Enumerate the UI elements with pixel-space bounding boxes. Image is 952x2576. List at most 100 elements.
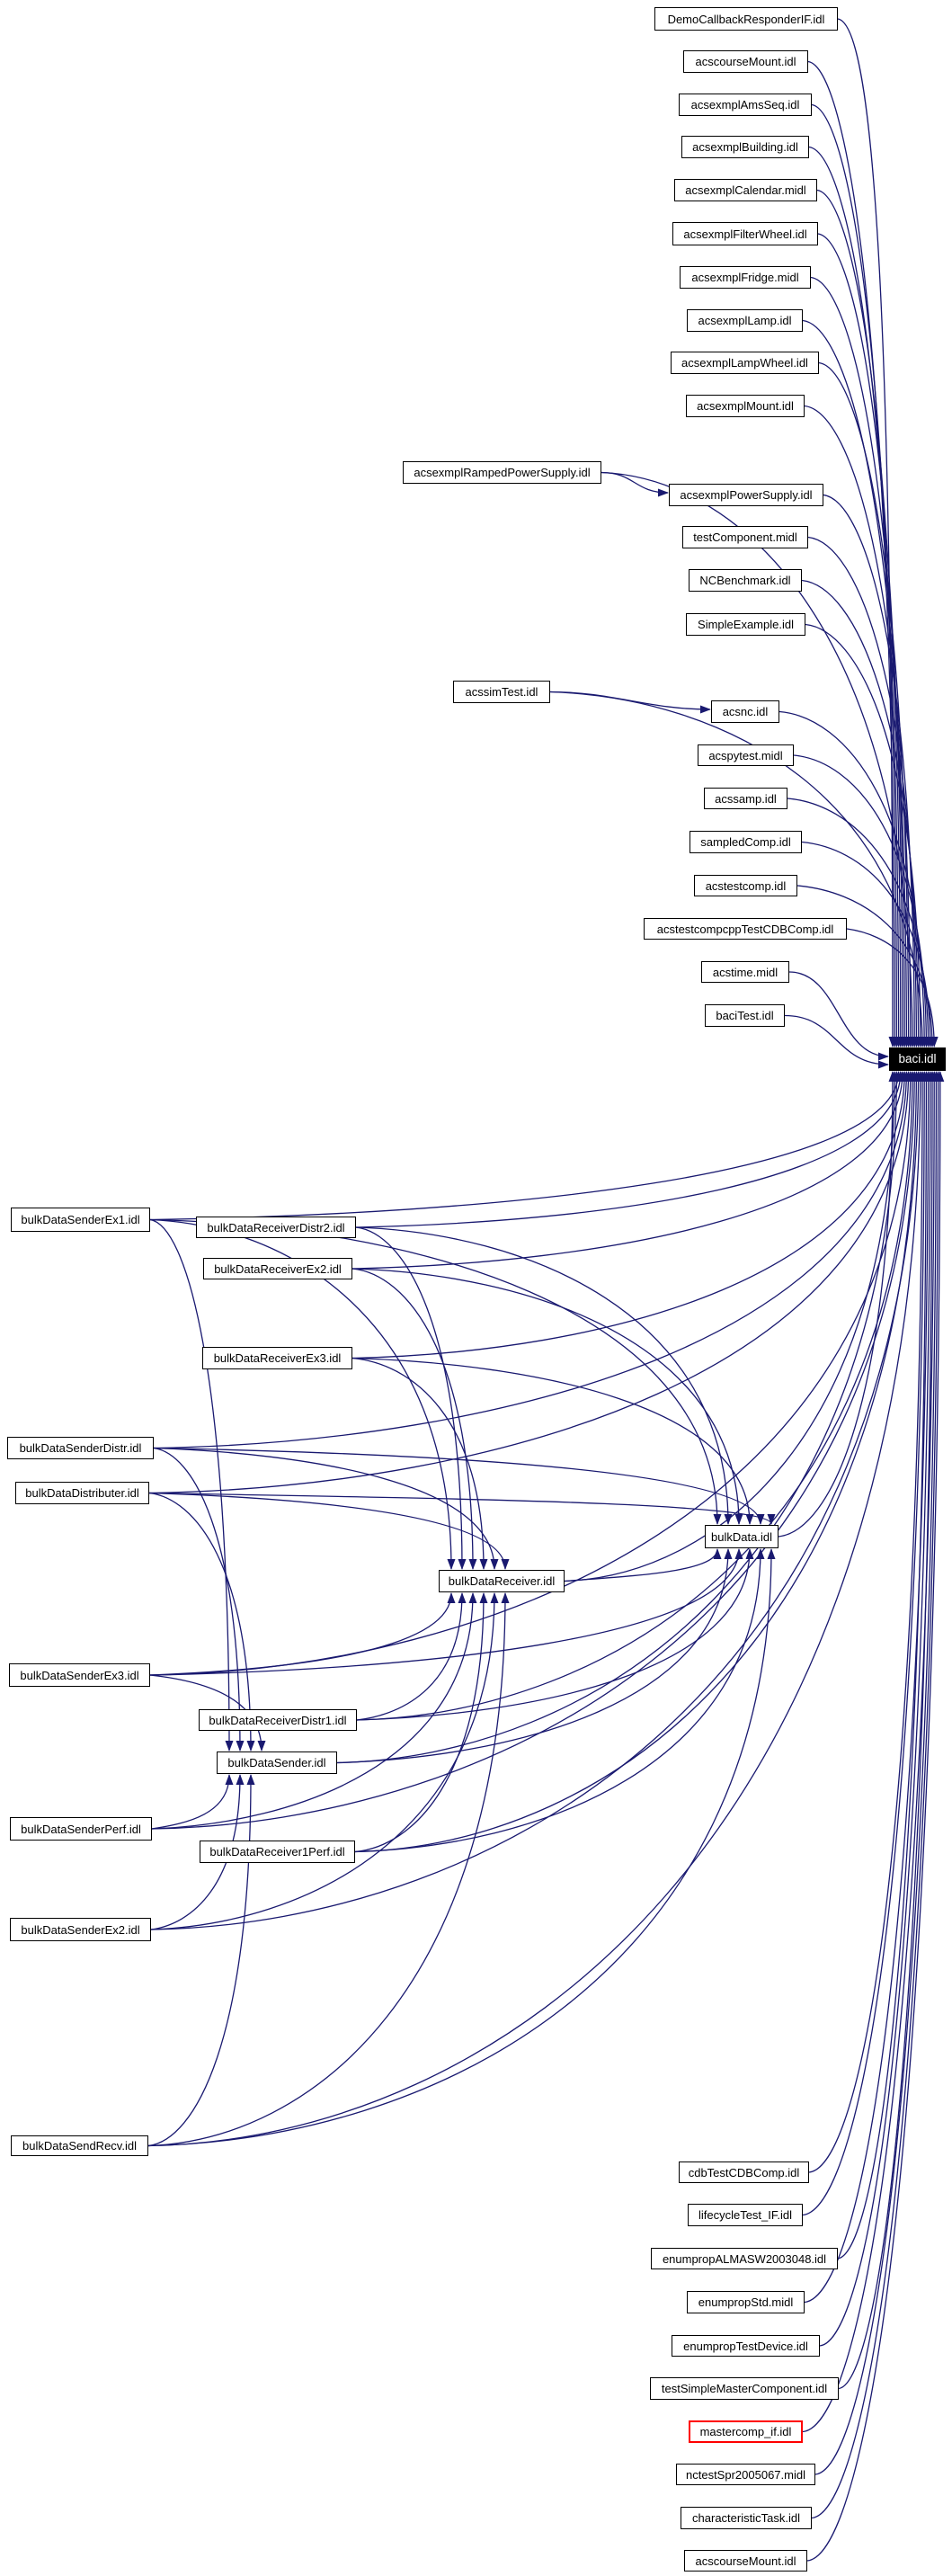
edge-sender-perf-to-baci <box>151 1071 919 1830</box>
edge-sender-ex3-to-bulk-data <box>149 1548 743 1676</box>
edge-acsexmpl-ams-seq-to-baci <box>811 103 901 1047</box>
node-bulk-data[interactable]: bulkData.idl <box>705 1525 779 1548</box>
node-acsexmpl-lamp[interactable]: acsexmplLamp.idl <box>687 309 803 332</box>
node-baci: baci.idl <box>889 1047 946 1071</box>
node-acscourse-mount-bottom[interactable]: acscourseMount.idl <box>684 2550 807 2572</box>
edge-send-recv-to-bulk-data <box>147 1548 776 2147</box>
node-acsexmpl-filter-wheel[interactable]: acsexmplFilterWheel.idl <box>672 222 818 245</box>
node-acsnc[interactable]: acsnc.idl <box>711 700 779 723</box>
edge-enumprop-test-device-to-baci <box>819 1071 935 2347</box>
edge-bulk-data-receiver-to-baci <box>564 1071 899 1582</box>
edge-acsexmpl-filter-wheel-to-baci <box>817 233 907 1047</box>
edge-acsexmpl-building-to-baci <box>808 146 903 1047</box>
node-baci-test[interactable]: baciTest.idl <box>705 1004 785 1027</box>
edge-enumprop-almasw-to-baci <box>837 1071 930 2260</box>
node-nctest-spr[interactable]: nctestSpr2005067.midl <box>676 2464 815 2485</box>
node-test-component[interactable]: testComponent.midl <box>682 526 808 548</box>
edge-acstime-to-baci <box>788 971 889 1061</box>
node-mastercomp-if[interactable]: mastercomp_if.idl <box>689 2420 803 2443</box>
node-acstestcompcpp[interactable]: acstestcompcppTestCDBComp.idl <box>644 918 847 940</box>
edge-receiver-1perf-to-bulk-data <box>354 1548 765 1853</box>
edge-bulk-data-sender-to-baci <box>336 1071 901 1764</box>
edge-test-simple-master-to-baci <box>838 1071 937 2390</box>
node-acspytest[interactable]: acspytest.midl <box>698 744 794 766</box>
edge-characteristic-task-to-baci <box>811 1071 943 2519</box>
node-test-simple-master[interactable]: testSimpleMasterComponent.idl <box>650 2377 839 2400</box>
node-acscourse-mount-top[interactable]: acscourseMount.idl <box>683 50 808 73</box>
edge-nctest-spr-to-baci <box>814 1071 940 2475</box>
edge-sender-perf-to-bulk-data-receiver <box>151 1592 477 1830</box>
edge-send-recv-to-baci <box>147 1071 925 2147</box>
node-receiver-distr1[interactable]: bulkDataReceiverDistr1.idl <box>199 1709 357 1731</box>
edge-receiver-ex2-to-bulk-data-receiver <box>351 1268 477 1570</box>
node-demo-callback[interactable]: DemoCallbackResponderIF.idl <box>654 7 838 31</box>
node-acstime[interactable]: acstime.midl <box>701 961 789 983</box>
node-lifecycle-test[interactable]: lifecycleTest_IF.idl <box>688 2204 803 2226</box>
node-receiver-1perf[interactable]: bulkDataReceiver1Perf.idl <box>200 1841 355 1863</box>
node-receiver-distr2[interactable]: bulkDataReceiverDistr2.idl <box>196 1217 356 1238</box>
edge-send-recv-to-bulk-data-sender <box>147 1774 255 2147</box>
edge-distributer-to-bulk-data-sender <box>148 1492 255 1752</box>
edge-cdb-test-to-baci <box>808 1071 927 2173</box>
node-sender-ex1[interactable]: bulkDataSenderEx1.idl <box>11 1208 150 1232</box>
node-sender-perf[interactable]: bulkDataSenderPerf.idl <box>10 1817 152 1841</box>
node-bulk-data-sender[interactable]: bulkDataSender.idl <box>217 1752 337 1774</box>
edge-receiver-ex2-to-baci <box>351 1071 907 1270</box>
node-simple-example[interactable]: SimpleExample.idl <box>686 613 805 636</box>
edge-receiver-distr1-to-bulk-data-receiver <box>356 1592 467 1721</box>
node-acsexmpl-lamp-wheel[interactable]: acsexmplLampWheel.idl <box>671 352 819 374</box>
edge-distributer-to-bulk-data <box>148 1492 776 1525</box>
node-sender-distr[interactable]: bulkDataSenderDistr.idl <box>7 1437 154 1459</box>
node-cdb-test[interactable]: cdbTestCDBComp.idl <box>679 2162 809 2183</box>
edge-acscourse-mount-bottom-to-baci <box>806 1071 945 2562</box>
node-acsexmpl-fridge[interactable]: acsexmplFridge.midl <box>680 266 811 289</box>
edge-bulk-data-receiver-to-bulk-data <box>564 1548 722 1582</box>
edge-acscourse-mount-top-to-baci <box>807 60 899 1047</box>
edge-receiver-distr1-to-baci <box>356 1071 917 1721</box>
node-characteristic-task[interactable]: characteristicTask.idl <box>681 2507 812 2529</box>
edge-sender-ex3-to-bulk-data-sender <box>149 1674 266 1752</box>
edge-sender-distr-to-bulk-data <box>153 1447 765 1525</box>
edge-acssamp-to-baci <box>787 798 933 1047</box>
node-sender-ex2[interactable]: bulkDataSenderEx2.idl <box>10 1918 151 1941</box>
edge-sender-ex2-to-bulk-data-sender <box>150 1774 245 1930</box>
node-acstestcomp[interactable]: acstestcomp.idl <box>694 875 797 896</box>
node-acssim-test[interactable]: acssimTest.idl <box>453 681 550 703</box>
edge-acstestcompcpp-to-baci <box>846 928 939 1047</box>
node-acsexmpl-ramped-ps[interactable]: acsexmplRampedPowerSupply.idl <box>403 461 601 484</box>
node-bulk-data-receiver[interactable]: bulkDataReceiver.idl <box>439 1570 565 1592</box>
node-distributer[interactable]: bulkDataDistributer.idl <box>15 1482 149 1504</box>
edge-acsexmpl-ramped-ps-to-acsexmpl-power-supply <box>601 471 669 497</box>
edge-receiver-distr2-to-bulk-data <box>355 1226 733 1525</box>
node-enumprop-test-device[interactable]: enumpropTestDevice.idl <box>672 2335 820 2357</box>
edge-acsexmpl-lamp-wheel-to-baci <box>818 361 913 1047</box>
node-acssamp[interactable]: acssamp.idl <box>704 788 787 809</box>
edge-lifecycle-test-to-baci <box>802 1071 929 2216</box>
node-sampled-comp[interactable]: sampledComp.idl <box>690 831 802 853</box>
node-acsexmpl-power-supply[interactable]: acsexmplPowerSupply.idl <box>669 484 823 506</box>
node-acsexmpl-building[interactable]: acsexmplBuilding.idl <box>681 136 809 158</box>
node-acsexmpl-ams-seq[interactable]: acsexmplAmsSeq.idl <box>679 94 812 116</box>
edge-sender-ex1-to-baci <box>149 1071 903 1221</box>
node-receiver-ex3[interactable]: bulkDataReceiverEx3.idl <box>202 1347 352 1369</box>
node-send-recv[interactable]: bulkDataSendRecv.idl <box>11 2135 148 2156</box>
node-enumprop-std[interactable]: enumpropStd.midl <box>687 2291 805 2313</box>
node-enumprop-almasw[interactable]: enumpropALMASW2003048.idl <box>651 2248 838 2269</box>
edge-receiver-ex3-to-bulk-data <box>351 1357 754 1525</box>
edge-baci-test-to-baci <box>784 1014 889 1069</box>
node-nc-benchmark[interactable]: NCBenchmark.idl <box>689 569 802 592</box>
edge-mastercomp-if-to-baci <box>802 1071 939 2433</box>
node-sender-ex3[interactable]: bulkDataSenderEx3.idl <box>9 1663 150 1687</box>
edge-sender-ex3-to-baci <box>149 1071 915 1676</box>
edge-acsexmpl-lamp-to-baci <box>802 319 911 1047</box>
edge-receiver-ex2-to-bulk-data <box>351 1268 743 1525</box>
edge-receiver-distr2-to-bulk-data-receiver <box>355 1226 467 1570</box>
edge-sender-ex1-to-bulk-data-sender <box>149 1218 234 1752</box>
node-acsexmpl-mount[interactable]: acsexmplMount.idl <box>686 395 805 417</box>
edge-receiver-distr2-to-baci <box>355 1071 905 1228</box>
node-acsexmpl-calendar[interactable]: acsexmplCalendar.midl <box>674 179 817 201</box>
edge-receiver-ex3-to-baci <box>351 1071 909 1359</box>
node-receiver-ex2[interactable]: bulkDataReceiverEx2.idl <box>203 1258 352 1279</box>
